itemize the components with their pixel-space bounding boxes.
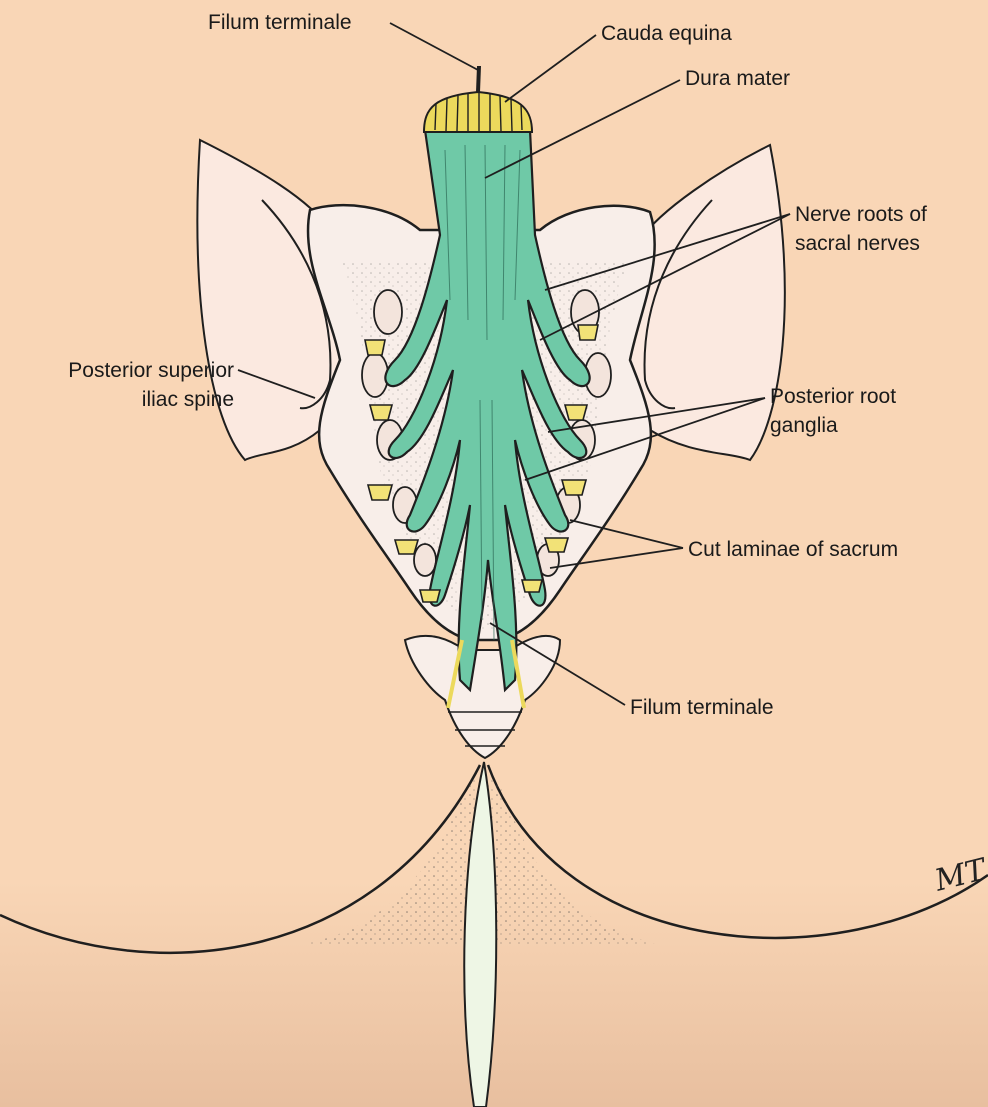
coccyx [403,634,562,760]
label-filum-terminale-bottom: Filum terminale [630,696,774,719]
cauda-equina-strands [434,93,523,132]
leader-nerve-roots-a [544,213,791,291]
leader-ganglia-b [524,397,766,481]
label-cauda-equina: Cauda equina [601,22,732,45]
label-psis-line2: iliac spine [141,388,234,411]
label-nerve-roots-line1: Nerve roots of [795,203,927,226]
label-posterior-root-line1: Posterior root [770,385,897,408]
dura-mater-sac [384,128,591,693]
label-posterior-superior-iliac-spine: Posterior superior iliac spine [30,356,234,414]
label-cut-laminae: Cut laminae of sacrum [688,538,899,561]
label-nerve-roots: Nerve roots of sacral nerves [795,200,927,258]
dura-striations [444,144,521,641]
right-iliac-contour [643,199,713,410]
right-buttock-outline [486,764,988,940]
label-dura-mater: Dura mater [685,67,791,90]
posterior-root-ganglia [364,324,599,603]
left-buttock-outline [0,764,482,955]
coccyx-segments [448,711,522,747]
label-filum-terminale-top: Filum terminale [208,11,352,34]
sacral-foramina [361,289,612,577]
leader-psis [237,369,316,399]
leader-lines [237,22,791,706]
cauda-equina-bundle [422,90,534,133]
leader-dura-mater [484,79,681,179]
leader-cauda-equina [504,34,597,103]
label-posterior-root-ganglia: Posterior root ganglia [770,382,896,440]
natal-cleft [463,761,498,1107]
label-nerve-roots-line2: sacral nerves [795,232,920,255]
label-posterior-root-line2: ganglia [770,414,838,437]
left-iliac-contour [261,199,332,410]
leader-filum-terminale-bottom [489,622,626,706]
leader-nerve-roots-b [539,213,791,341]
label-psis-line1: Posterior superior [68,359,234,382]
filum-terminale-top-strand [476,66,481,92]
leader-cut-laminae-a [569,519,684,549]
coccygeal-nerves [446,639,526,709]
leader-cut-laminae-b [549,547,684,569]
leader-filum-terminale-top [389,22,479,71]
leader-ganglia-a [547,397,766,433]
